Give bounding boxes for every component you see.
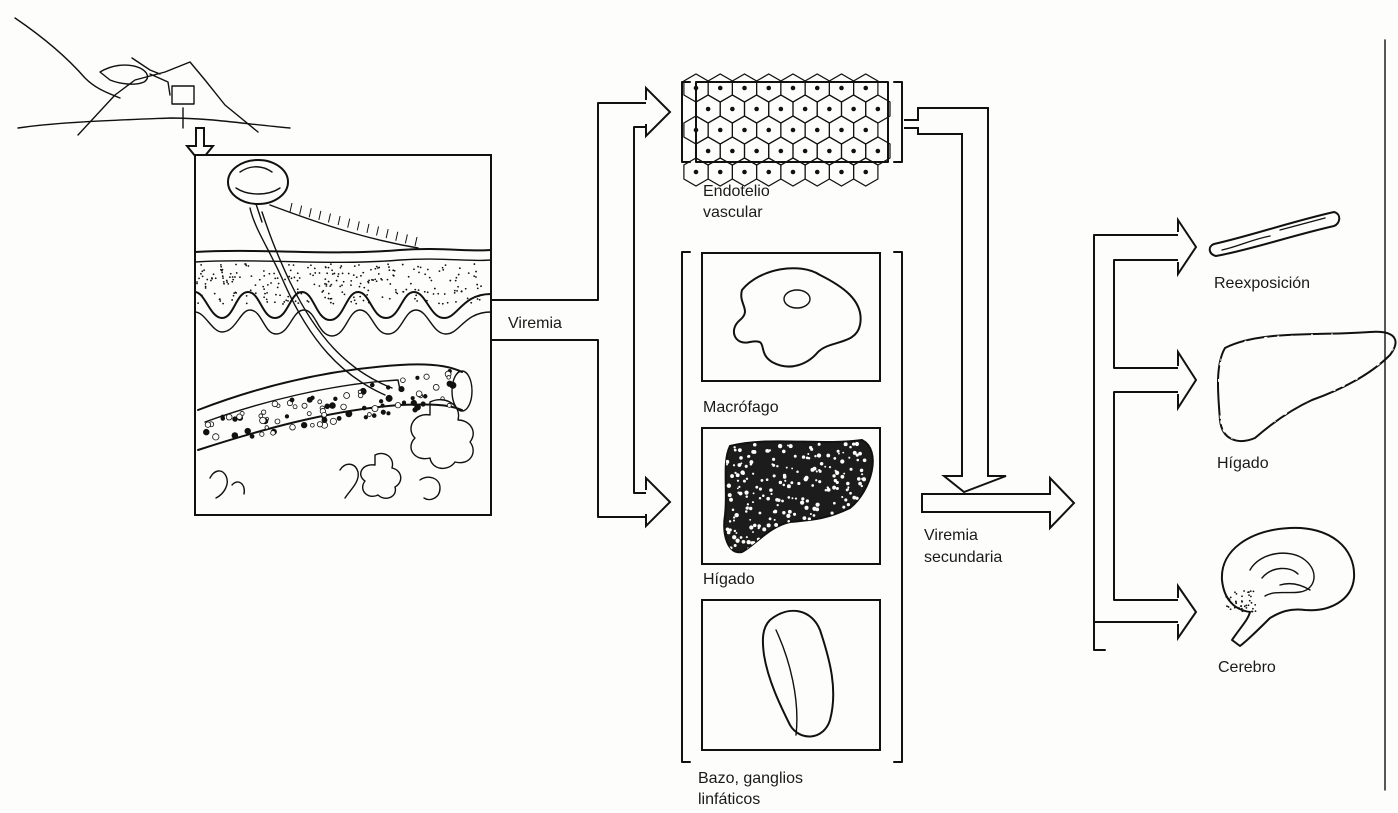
liver-target-label: Hígado (1217, 455, 1269, 472)
brain-label: Cerebro (1218, 659, 1276, 676)
spleen-label-2: linfáticos (698, 791, 760, 808)
viremia-bracket (491, 103, 646, 517)
macrophage-label: Macrófago (703, 399, 779, 416)
reexposure-vessel (1210, 212, 1340, 256)
inner-bracket (634, 127, 646, 493)
spleen-label-1: Bazo, ganglios (698, 770, 803, 787)
arrow-secondary-viremia (922, 478, 1074, 528)
arrow-endothelium-down (904, 108, 1006, 492)
liver-label: Hígado (703, 571, 755, 588)
arrow-to-organs (646, 478, 670, 526)
mosquito-bite-sketch (15, 18, 290, 135)
arrow-to-liver-target (1178, 352, 1196, 408)
targets-bracket (1094, 235, 1178, 650)
secondary-viremia-label-1: Viremia (924, 527, 978, 544)
organs-bracket-right (894, 252, 902, 762)
skin-cross-section (195, 155, 491, 515)
liver-target-organ (1216, 329, 1398, 445)
endothelium-label-1: Endotelio (703, 183, 770, 200)
arrow-to-endothelium (646, 88, 670, 136)
reexposure-label: Reexposición (1214, 275, 1310, 292)
endothelium-label-2: vascular (703, 204, 763, 221)
arrow-to-reexposure (1178, 220, 1196, 274)
brain-organ (1222, 528, 1354, 646)
secondary-viremia-label-2: secundaria (924, 549, 1002, 566)
organs-bracket-left (682, 252, 690, 762)
arrow-to-brain (1178, 586, 1196, 638)
endothelium-illustration (682, 74, 902, 186)
macrophage-box (702, 253, 880, 381)
viremia-label: Viremia (508, 315, 562, 332)
